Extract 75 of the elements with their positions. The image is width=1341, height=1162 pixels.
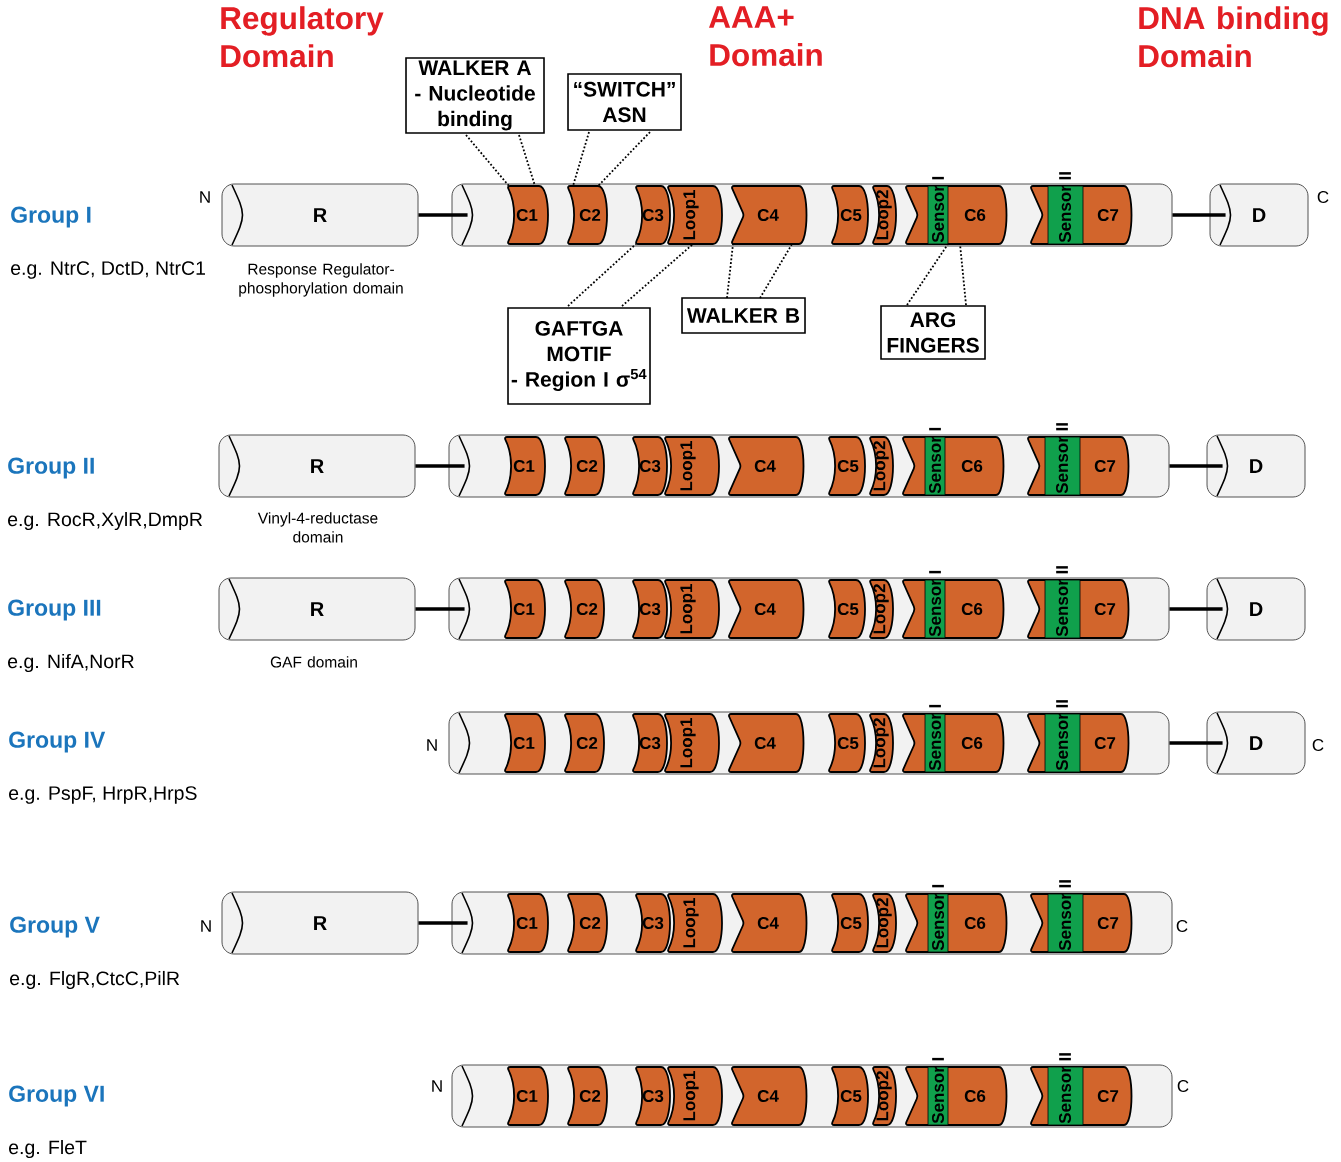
- terminus-label: C: [1176, 920, 1188, 933]
- domain-box: R: [221, 891, 419, 955]
- linker-line: [1172, 213, 1226, 217]
- terminus-label: N: [201, 920, 211, 932]
- group-label: Group V: [10, 916, 100, 938]
- linker-line: [418, 213, 468, 217]
- motif-segment: Loop1: [664, 436, 720, 496]
- motif-segment: Loop2: [869, 436, 894, 496]
- motif-segment: C4: [728, 436, 805, 496]
- motif-segment: C4: [728, 579, 805, 639]
- callout-box: GAFTGA MOTIF - Region I σ$^{54}$: [507, 307, 651, 405]
- group-label: Group VI: [9, 1085, 104, 1107]
- motif-segment: C4: [731, 893, 808, 953]
- domain-box: D: [1206, 577, 1306, 641]
- terminus-label: C: [1312, 739, 1324, 752]
- callout-box: WALKER B: [681, 297, 806, 334]
- example-label: e.g. PspF, HrpR,HrpS: [9, 786, 197, 804]
- domain-caption: Response Regulator- phosphorylation domain: [239, 263, 403, 297]
- motif-segment: Loop1: [667, 1066, 723, 1126]
- domain-box: D: [1206, 711, 1306, 775]
- leader-line: [567, 243, 637, 307]
- motif-segment: Loop2: [869, 713, 894, 773]
- linker-line: [1169, 607, 1223, 611]
- domain-heading: Regulatory Domain: [221, 6, 384, 68]
- linker-line: [415, 464, 465, 468]
- linker-line: [418, 921, 468, 925]
- terminus-label: N: [432, 1080, 442, 1092]
- leader-line: [759, 243, 793, 299]
- motif-segment: Loop2: [872, 1066, 897, 1126]
- example-label: e.g. FleT: [9, 1139, 87, 1159]
- linker-line: [415, 607, 465, 611]
- example-label: e.g. NtrC, DctD, NtrC1: [11, 261, 205, 279]
- motif-segment: Loop1: [664, 579, 720, 639]
- example-label: e.g. RocR,XylR,DmpR: [8, 511, 203, 531]
- group-label: Group I: [11, 206, 91, 228]
- domain-caption: Vinyl-4-reductase domain: [257, 512, 378, 543]
- example-label: e.g. FlgR,CtcC,PilR: [10, 970, 180, 990]
- domain-box: D: [1206, 434, 1306, 498]
- leader-line: [465, 134, 510, 187]
- domain-caption: GAF domain: [270, 656, 357, 668]
- domain-box: R: [221, 183, 419, 247]
- domain-heading: AAA+ Domain: [709, 6, 822, 67]
- motif-segment: C4: [731, 185, 808, 245]
- leader-line: [518, 134, 536, 187]
- terminus-label: C: [1177, 1080, 1189, 1093]
- motif-segment: Loop2: [872, 185, 897, 245]
- terminus-label: N: [427, 739, 437, 751]
- leader-line: [572, 131, 590, 187]
- callout-box: “SWITCH” ASN: [567, 73, 682, 131]
- motif-segment: C4: [728, 713, 805, 773]
- group-label: Group IV: [9, 731, 106, 753]
- example-label: e.g. NifA,NorR: [8, 653, 134, 673]
- motif-segment: Loop1: [664, 713, 720, 773]
- motif-segment: Loop1: [667, 185, 723, 245]
- leader-line: [959, 243, 967, 306]
- leader-line: [906, 243, 949, 306]
- leader-line: [726, 243, 734, 299]
- callout-box: ARG FINGERS: [880, 305, 986, 360]
- domain-box: R: [218, 577, 416, 641]
- domain-box: R: [218, 434, 416, 498]
- leader-line: [597, 131, 651, 187]
- domain-heading: DNA binding Domain: [1139, 6, 1328, 68]
- group-label: Group II: [8, 457, 94, 479]
- leader-line: [621, 243, 694, 307]
- terminus-label: C: [1317, 191, 1329, 204]
- callout-box: WALKER A - Nucleotide binding: [405, 57, 545, 134]
- terminus-label: N: [200, 191, 210, 203]
- domain-box: D: [1209, 183, 1309, 247]
- motif-segment: C4: [731, 1066, 808, 1126]
- motif-segment: Loop2: [872, 893, 897, 953]
- motif-segment: Loop2: [869, 579, 894, 639]
- motif-segment: Loop1: [667, 893, 723, 953]
- linker-line: [1169, 741, 1223, 745]
- linker-line: [1169, 464, 1223, 468]
- group-label: Group III: [8, 599, 101, 621]
